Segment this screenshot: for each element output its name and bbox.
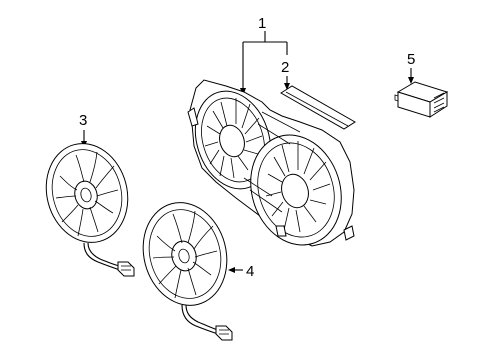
cooling-fan-3-icon (45, 143, 135, 277)
callout-5-arrow (408, 77, 414, 84)
callout-5-label: 5 (407, 51, 415, 68)
callout-1-leader (242, 31, 288, 92)
fan-control-module-icon (394, 81, 449, 118)
callout-2-label: 2 (281, 59, 289, 76)
cooling-fan-4-icon (142, 202, 233, 341)
fan-shroud-assembly-icon (187, 79, 355, 247)
callout-1-label: 1 (258, 15, 266, 32)
callout-2-arrow (284, 83, 290, 90)
callout-4-arrow (228, 267, 235, 273)
callout-4-label: 4 (246, 263, 254, 280)
seal-strip-icon (280, 85, 356, 130)
callout-3-label: 3 (79, 112, 87, 129)
